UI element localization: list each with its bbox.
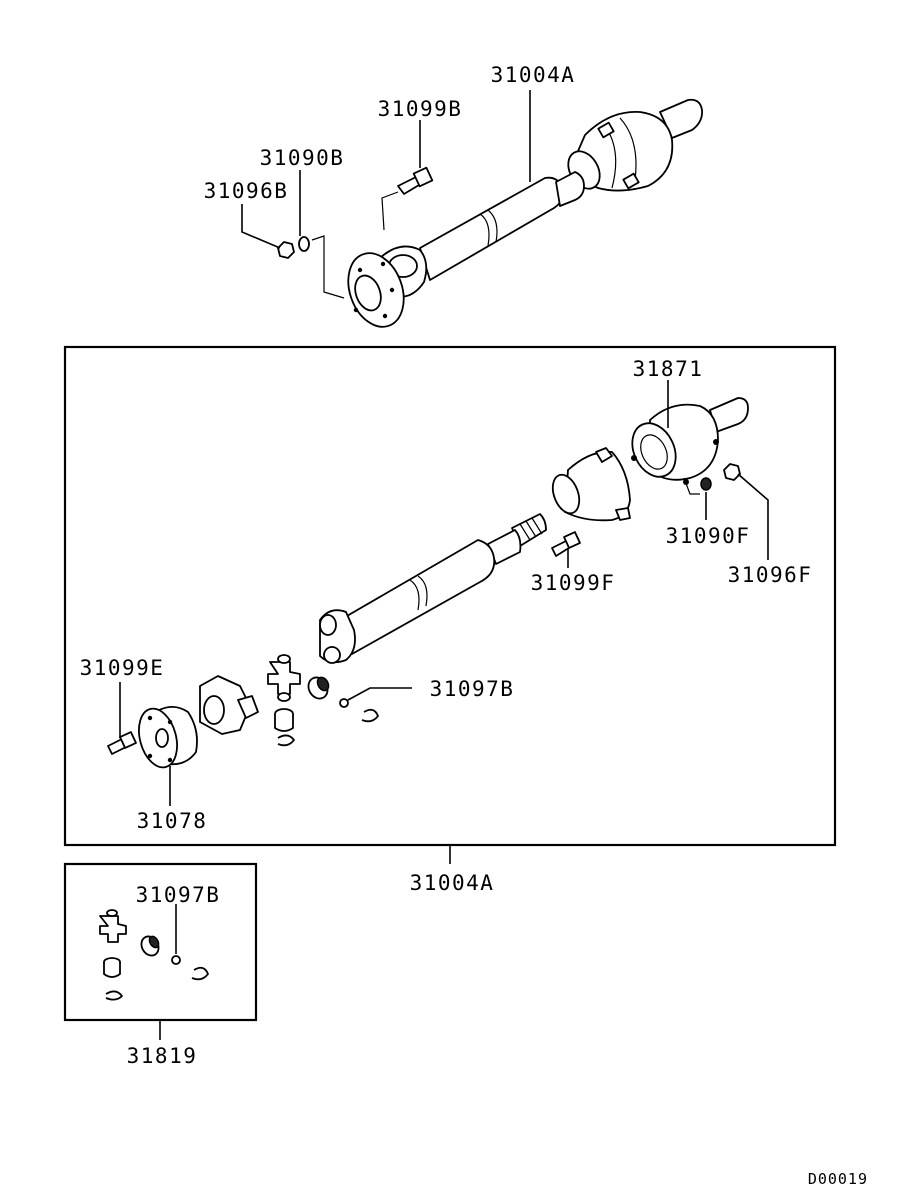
flange-31078[interactable] (133, 704, 198, 771)
kit-bearing-cup-b[interactable] (138, 933, 162, 958)
bolt-31099f[interactable] (551, 531, 581, 557)
label-nut-right: 31096F (728, 563, 813, 587)
kit-spider-cross[interactable] (99, 909, 127, 943)
label-nut-top: 31096B (204, 179, 289, 203)
kit-bearing-cup-a[interactable] (103, 957, 121, 978)
label-flange: 31078 (137, 809, 208, 833)
snap-ring-31097b[interactable] (339, 698, 349, 708)
label-center-bearing: 31871 (633, 357, 704, 381)
snap-ring-c[interactable] (361, 708, 379, 723)
snap-ring-a[interactable] (277, 734, 295, 747)
drive-shaft-tube[interactable] (339, 513, 547, 655)
label-shaft-assembly-exploded: 31004A (410, 871, 495, 895)
nut-31096f[interactable] (723, 463, 741, 481)
label-bolt-top: 31099B (378, 97, 463, 121)
label-washer-right: 31090F (666, 524, 751, 548)
spider-cross[interactable] (267, 654, 301, 702)
front-yoke[interactable] (319, 609, 356, 664)
bolt-31099e[interactable] (107, 731, 137, 755)
kit-snap-ring-c[interactable] (191, 966, 209, 981)
washer-31090f[interactable] (700, 477, 712, 491)
top-leaders (241, 90, 531, 299)
label-kit-snap-ring: 31097B (136, 883, 221, 907)
propeller-shaft-assembled[interactable] (339, 98, 703, 335)
exploded-leaders (119, 380, 769, 864)
nut-31096b[interactable] (277, 241, 295, 259)
label-joint-kit: 31819 (127, 1044, 198, 1068)
bearing-cup-b[interactable] (305, 674, 332, 702)
center-bearing-31871[interactable] (624, 397, 749, 485)
label-bolt-left: 31099E (80, 656, 165, 680)
label-snap-ring: 31097B (430, 677, 515, 701)
kit-snap-ring-a[interactable] (105, 990, 123, 1001)
bearing-cup-a[interactable] (274, 708, 294, 732)
kit-leaders (159, 904, 177, 1040)
label-shaft-assembly-top: 31004A (491, 63, 576, 87)
bolt-31099b[interactable] (397, 166, 434, 195)
flange-yoke[interactable] (199, 675, 259, 735)
label-washer-top: 31090B (260, 146, 345, 170)
kit-snap-ring-31097b[interactable] (171, 955, 181, 965)
diagram-code: D00019 (808, 1170, 868, 1187)
washer-31090b[interactable] (298, 236, 310, 252)
bearing-support-housing[interactable] (548, 447, 631, 522)
label-bolt-center: 31099F (531, 571, 616, 595)
